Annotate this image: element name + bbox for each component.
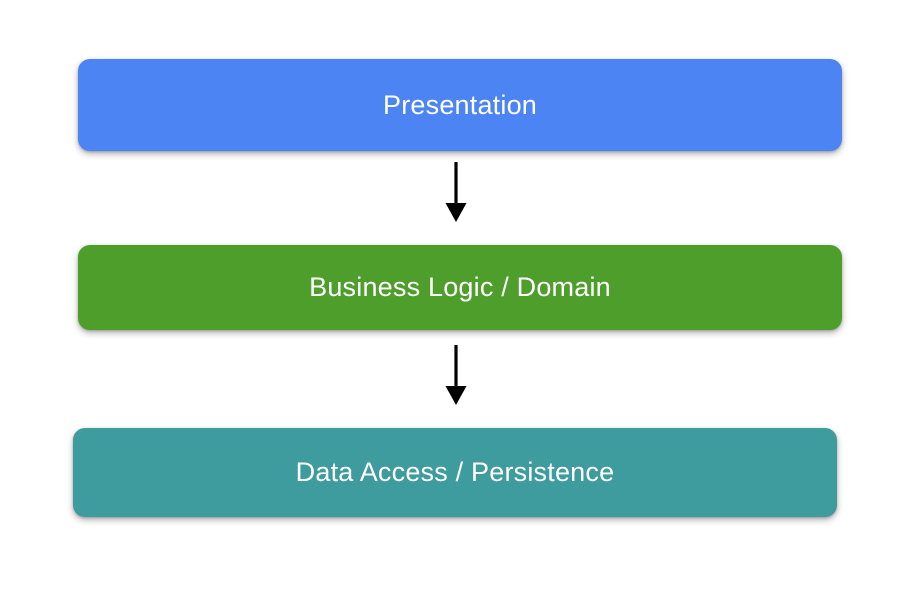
layer-label-data-access: Data Access / Persistence — [295, 457, 615, 487]
layer-box-business-logic[interactable]: Business Logic / Domain — [78, 245, 842, 330]
layer-box-presentation[interactable]: Presentation — [78, 59, 842, 151]
arrow-down-icon — [445, 162, 467, 222]
layer-label-presentation: Presentation — [383, 89, 537, 120]
layer-label-business-logic: Business Logic / Domain — [309, 272, 611, 302]
layer-box-data-access[interactable]: Data Access / Persistence — [73, 428, 837, 517]
arrow-business-logic-to-data-access — [438, 345, 474, 407]
arrow-down-icon — [445, 345, 467, 405]
arrow-presentation-to-business-logic — [438, 162, 474, 224]
